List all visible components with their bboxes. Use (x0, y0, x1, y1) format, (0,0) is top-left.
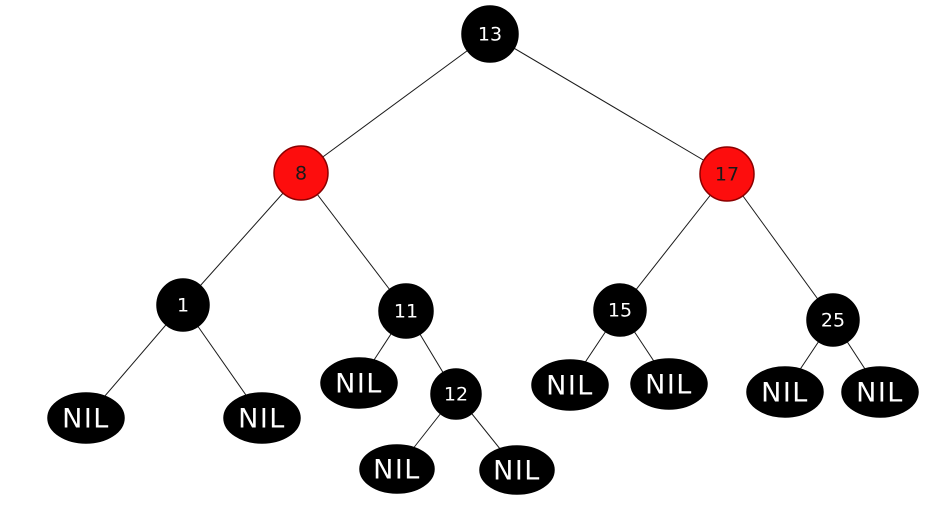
tree-edge-node-13-node-8 (300, 33, 491, 174)
black-node-shape (378, 283, 434, 339)
black-node-shape (320, 357, 398, 409)
tree-edge-node-8-node-11 (300, 172, 407, 312)
tree-edge-node-13-node-17 (489, 33, 728, 175)
tree-nil-15-right: NIL (630, 358, 708, 410)
tree-node-11: 11 (378, 283, 434, 339)
black-node-shape (430, 368, 482, 420)
tree-nil-1-left: NIL (47, 392, 125, 444)
black-node-shape (47, 392, 125, 444)
tree-node-25: 25 (806, 293, 860, 347)
tree-edge-node-17-node-25 (726, 173, 834, 321)
black-node-shape (841, 366, 919, 418)
tree-nil-25-left: NIL (746, 366, 824, 418)
tree-node-1: 1 (156, 278, 210, 332)
black-node-shape (806, 293, 860, 347)
black-node-shape (359, 444, 435, 494)
black-node-shape (630, 358, 708, 410)
red-node-shape (273, 145, 329, 201)
black-node-shape (223, 392, 301, 444)
tree-node-13: 13 (461, 5, 519, 63)
tree-nil-25-right: NIL (841, 366, 919, 418)
tree-edge-node-17-node-15 (619, 173, 728, 311)
tree-node-15: 15 (593, 283, 647, 337)
black-node-shape (746, 366, 824, 418)
tree-nil-11-left: NIL (320, 357, 398, 409)
black-node-shape (479, 445, 555, 495)
tree-nil-15-left: NIL (531, 359, 609, 411)
tree-edge-node-8-node-1 (182, 172, 302, 306)
tree-nil-1-right: NIL (223, 392, 301, 444)
tree-node-12: 12 (430, 368, 482, 420)
black-node-shape (531, 359, 609, 411)
tree-nil-12-right: NIL (479, 445, 555, 495)
black-node-shape (461, 5, 519, 63)
black-node-shape (593, 283, 647, 337)
red-node-shape (699, 146, 755, 202)
tree-node-17: 17 (699, 146, 755, 202)
black-node-shape (156, 278, 210, 332)
tree-node-8: 8 (273, 145, 329, 201)
tree-nil-12-left: NIL (359, 444, 435, 494)
